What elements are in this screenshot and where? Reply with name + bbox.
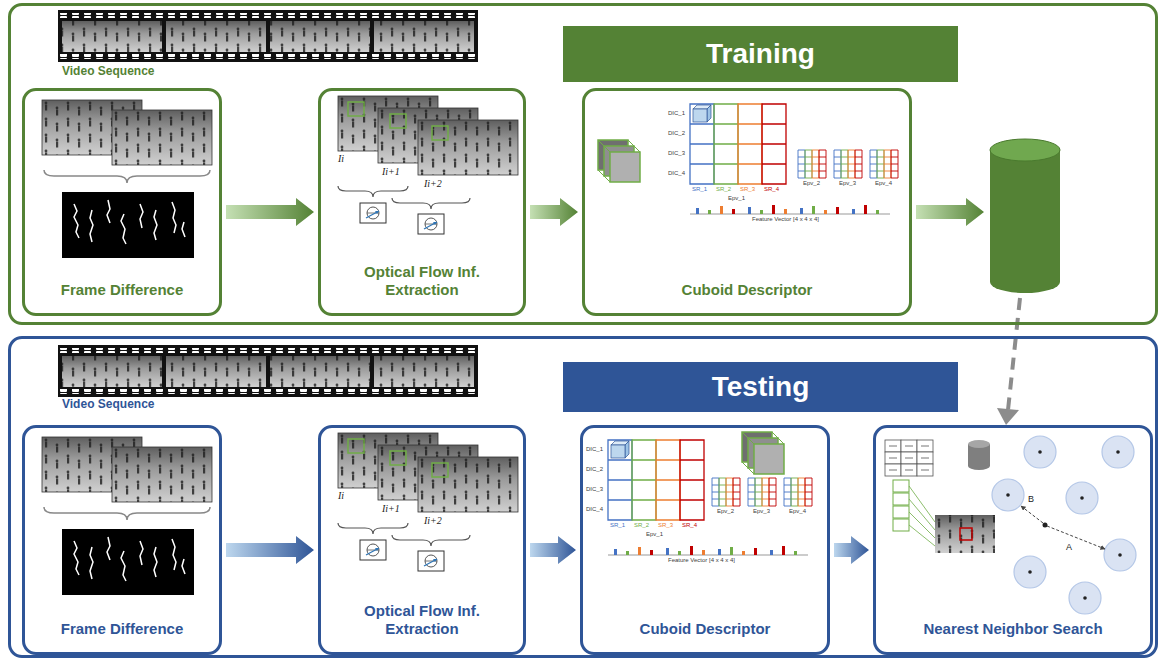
stage-panel: Video Sequence TestingFrame Difference Opt… [8,336,1158,658]
panel-caption: Video Sequence [62,397,154,411]
box-title: Optical Flow Inf. Extraction [321,602,523,638]
figure-label: SR_1 [692,186,707,193]
block-arrow [530,198,578,226]
block-arrow [834,536,869,564]
panel-caption: Video Sequence [62,64,154,78]
nearest-neighbor-figure [885,436,1136,614]
box-title: Optical Flow Inf. Extraction [321,263,523,299]
banner-title: Testing [712,371,809,403]
database-cylinder [916,139,1060,293]
figure-label: SR_2 [716,186,731,193]
figure-label: Epv_4 [789,508,806,515]
video-film-strip [58,345,478,397]
figure-label: SR_4 [682,522,697,529]
figure-label: DIC_4 [586,506,603,513]
video-film-strip [58,10,478,62]
dashed-retrieval-arrow [997,298,1020,425]
optical-flow-figure [338,96,518,234]
box-title: Frame Difference [25,620,219,638]
figure-label: Epv_2 [803,180,820,187]
frame-difference-figure [42,100,212,258]
stage-banner: Training [563,26,958,82]
optical-flow-figure [338,433,518,571]
figure-label: Epv_2 [717,508,734,515]
figure-label: Ii+2 [424,178,442,190]
figure-label: Ii+1 [382,166,400,178]
process-box: Cuboid Descriptor [582,88,912,316]
figure-label: SR_1 [610,522,625,529]
box-title: Cuboid Descriptor [583,620,827,638]
box-title: Cuboid Descriptor [585,281,909,299]
frame-difference-figure [42,437,212,595]
figure-label: Ii [338,490,344,502]
cuboid-descriptor-figure [598,104,898,214]
box-title: Frame Difference [25,281,219,299]
figure-label: SR_2 [634,522,649,529]
process-box: Frame Difference [22,425,222,655]
figure-label: A [1066,542,1072,553]
stage-panel: Video Sequence TrainingFrame Difference Op… [8,3,1158,325]
figure-label: Ii [338,153,344,165]
figure-label: Epv_1 [728,195,745,202]
figure-label: SR_3 [658,522,673,529]
block-arrow [226,536,314,564]
figure-label: DIC_2 [668,130,685,137]
process-box: Nearest Neighbor Search [873,425,1153,655]
process-box: Optical Flow Inf. Extraction [318,88,526,316]
figure-label: Ii+2 [424,515,442,527]
process-box: Frame Difference [22,88,222,316]
figure-label: Feature Vector [4 x 4 x 4] [668,557,735,564]
figure-label: Epv_1 [646,531,663,538]
figure-label: DIC_1 [586,446,603,453]
figure-label: Epv_4 [875,180,892,187]
figure-label: DIC_3 [668,150,685,157]
figure-label: DIC_2 [586,466,603,473]
figure-label: SR_3 [740,186,755,193]
banner-title: Training [706,38,815,70]
box-title: Nearest Neighbor Search [876,620,1150,638]
block-arrow [530,536,576,564]
process-box: Optical Flow Inf. Extraction [318,425,526,655]
figure-label: Ii+1 [382,503,400,515]
process-box: Cuboid Descriptor [580,425,830,655]
block-arrow [226,198,314,226]
figure-label: DIC_4 [668,170,685,177]
figure-label: Epv_3 [839,180,856,187]
figure-label: Feature Vector [4 x 4 x 4] [752,216,819,223]
figure-label: SR_4 [764,186,779,193]
figure-label: DIC_3 [586,486,603,493]
figure-label: DIC_1 [668,110,685,117]
figure-label: B [1028,494,1034,505]
stage-banner: Testing [563,362,958,412]
figure-label: Epv_3 [753,508,770,515]
cuboid-descriptor-figure [608,432,812,555]
